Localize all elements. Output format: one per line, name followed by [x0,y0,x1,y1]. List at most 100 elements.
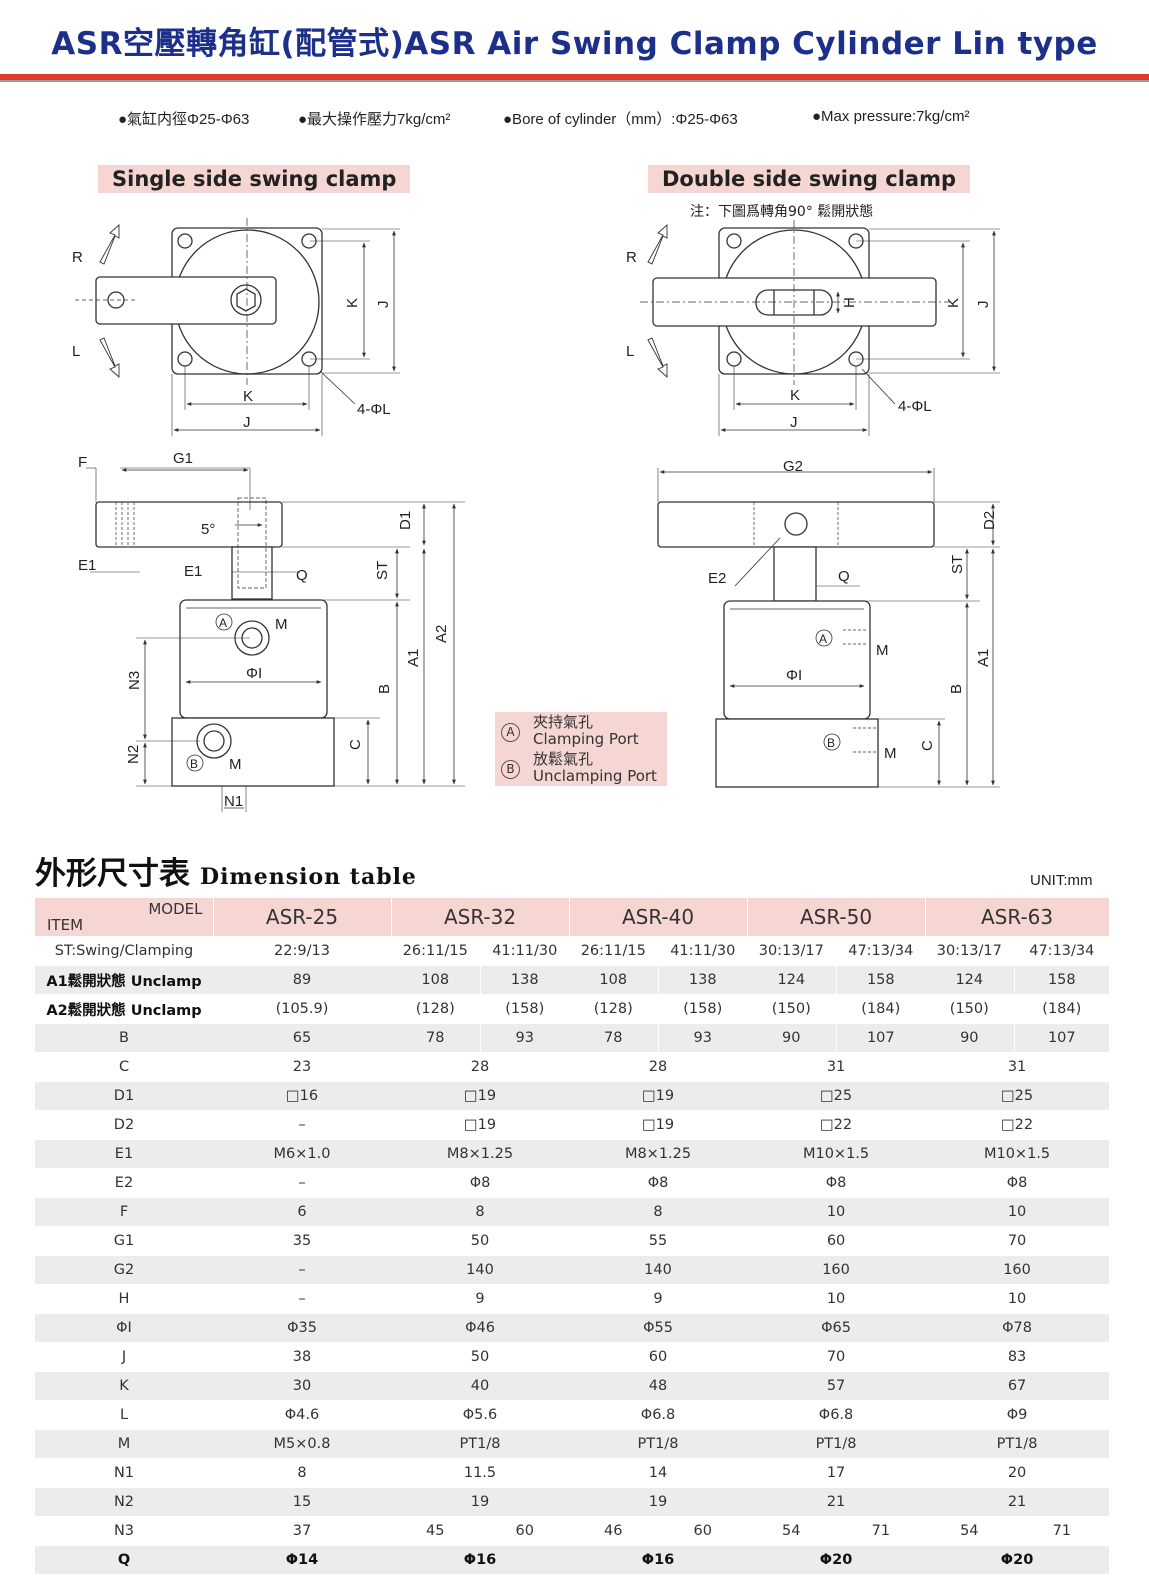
table-cell: Φ4.6 [213,1400,391,1430]
row-item-label: E1 [35,1139,213,1169]
table-cell: Φ8 [391,1168,570,1198]
table-cell: 15 [213,1487,391,1517]
single-label-E1-left: E1 [78,557,96,574]
table-cell: 160 [925,1255,1110,1285]
table-cell: □22 [747,1110,926,1140]
legend-b-cn: 放鬆氣孔 [533,750,594,768]
table-row: A2鬆開狀態 Unclamp(105.9)(128)(158)(128)(158… [35,994,1110,1024]
table-cell: 21 [925,1487,1110,1517]
table-cell: 83 [925,1342,1110,1372]
table-cell: M10×1.5 [925,1139,1110,1169]
table-cell: 60 [747,1226,926,1256]
row-item-label: G1 [35,1226,213,1256]
table-cell: 54 [747,1516,837,1546]
single-label-M-bottom: M [229,756,242,773]
double-label-K: K [790,387,800,404]
table-cell: 50 [391,1342,570,1372]
table-cell: 19 [569,1487,748,1517]
single-label-N3: N3 [126,671,143,690]
table-cell: 30 [213,1371,391,1401]
table-cell: 93 [657,1023,748,1053]
row-item-label: D2 [35,1110,213,1140]
table-cell: Φ20 [925,1545,1110,1575]
double-label-E2: E2 [708,570,726,587]
table-cell: 9 [391,1284,570,1314]
title-underline-red [0,74,1149,80]
double-label-phiL: 4-ΦL [898,398,932,415]
table-cell: 10 [747,1284,926,1314]
table-cell: 138 [479,965,570,995]
table-cell: Φ8 [569,1168,748,1198]
double-label-ST: ST [949,555,966,574]
table-cell: Φ9 [925,1400,1110,1430]
table-cell: 35 [213,1226,391,1256]
table-cell: 60 [479,1516,570,1546]
header-model: MODEL [148,900,203,918]
double-front-view [657,468,1000,788]
table-cell: (105.9) [213,994,391,1024]
single-label-Q: Q [296,567,308,584]
table-cell: PT1/8 [391,1429,570,1459]
table-cell: 124 [925,965,1015,995]
table-cell: 8 [569,1197,748,1227]
double-label-D2: D2 [981,511,998,530]
table-cell: 140 [569,1255,748,1285]
legend-a-en: Clamping Port [533,730,639,748]
table-cell: 158 [1013,965,1110,995]
legend-a-mark: A [501,723,520,742]
single-label-B: B [376,684,393,694]
table-cell: 26:11/15 [569,936,659,966]
double-label-J: J [790,414,798,431]
table-cell: Φ5.6 [391,1400,570,1430]
table-cell: 6 [213,1197,391,1227]
table-cell: 158 [835,965,926,995]
row-item-label: Q [35,1545,213,1575]
row-item-label: ST:Swing/Clamping [35,936,213,966]
table-cell: 30:13/17 [747,936,837,966]
single-label-A1: A1 [405,649,422,667]
row-item-label: M [35,1429,213,1459]
table-cell: 70 [925,1226,1110,1256]
table-cell: 17 [747,1458,926,1488]
table-cell: 89 [213,965,391,995]
table-cell: 10 [747,1197,926,1227]
table-cell: 108 [569,965,659,995]
table-cell: □19 [391,1081,570,1111]
row-item-label: K [35,1371,213,1401]
spec-bore-en: ●Bore of cylinder（mm）:Φ25-Φ63 [503,111,738,128]
table-cell: 28 [569,1052,748,1082]
port-legend: A 夾持氣孔 Clamping Port B 放鬆氣孔 Unclamping P… [495,712,667,786]
table-cell: 57 [747,1371,926,1401]
table-cell: 55 [569,1226,748,1256]
header-model-item: MODEL ITEM [35,898,214,937]
table-cell: 23 [213,1052,391,1082]
row-item-label: L [35,1400,213,1430]
double-label-M-top: M [876,642,889,659]
double-label-G2: G2 [783,458,803,475]
dimension-title-en: Dimension table [200,864,417,890]
row-item-label: B [35,1023,213,1053]
table-cell: 31 [747,1052,926,1082]
table-cell: M10×1.5 [747,1139,926,1169]
single-label-M-top: M [275,616,288,633]
single-label-C: C [347,739,364,750]
row-item-label: ΦI [35,1313,213,1343]
table-cell: □25 [925,1081,1110,1111]
table-cell: □16 [213,1081,391,1111]
row-item-label: J [35,1342,213,1372]
table-cell: 30:13/17 [925,936,1015,966]
table-cell: 67 [925,1371,1110,1401]
row-item-label: G2 [35,1255,213,1285]
